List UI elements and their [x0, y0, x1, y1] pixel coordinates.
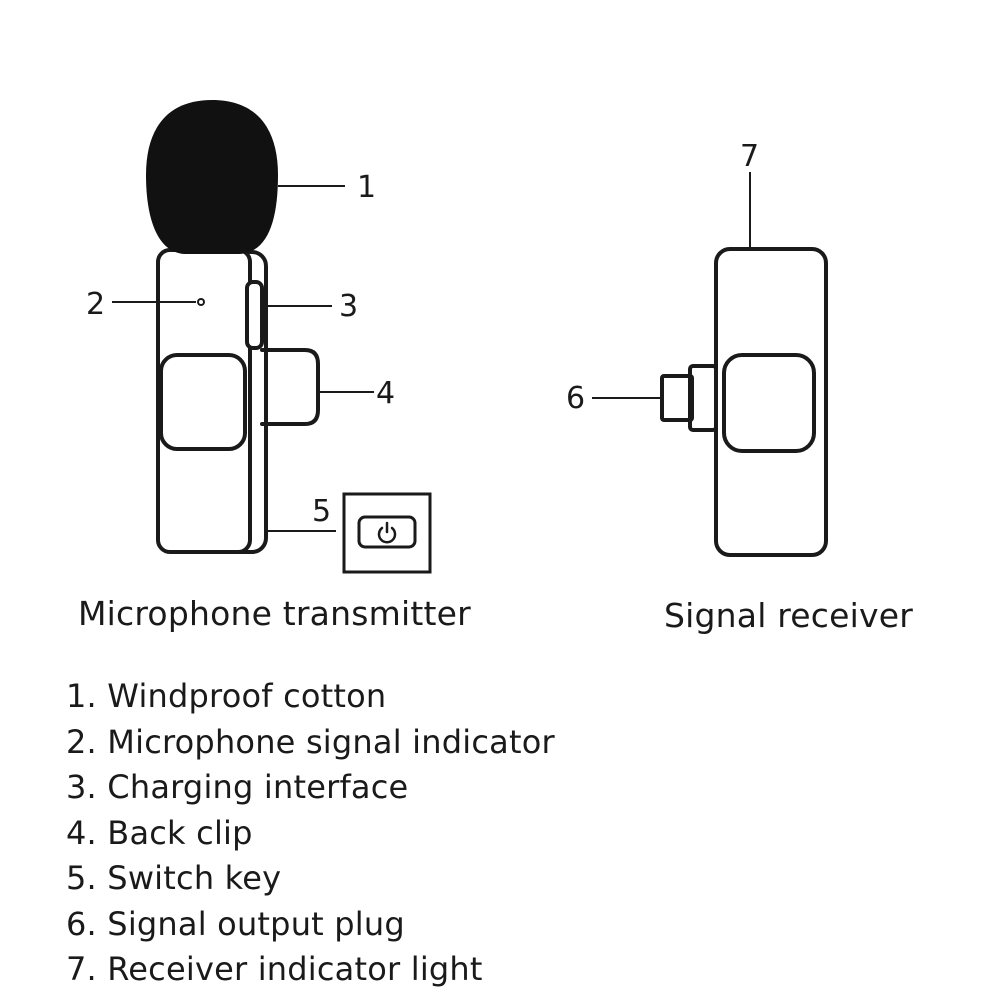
callout-7: 7 [740, 139, 759, 174]
transmitter-front-pad [159, 353, 247, 451]
transmitter-caption: Microphone transmitter [78, 594, 471, 633]
callout-5: 5 [312, 494, 331, 529]
callout-3: 3 [339, 289, 358, 324]
receiver-caption: Signal receiver [664, 596, 914, 635]
leader-lines [112, 172, 751, 532]
legend-item: 1. Windproof cotton [66, 677, 387, 715]
signal-receiver [660, 247, 828, 557]
callout-6: 6 [566, 381, 585, 416]
receiver-body [714, 247, 828, 557]
parts-legend: 1. Windproof cotton 2. Microphone signal… [66, 674, 555, 993]
switch-key-inset [342, 492, 432, 574]
callout-4: 4 [376, 376, 395, 411]
microphone-signal-indicator [197, 298, 205, 306]
legend-item: 3. Charging interface [66, 768, 409, 806]
transmitter-body [156, 248, 252, 554]
callout-1: 1 [357, 170, 376, 205]
legend-item: 4. Back clip [66, 813, 253, 852]
legend-item: 2. Microphone signal indicator [66, 722, 555, 761]
plug-base [688, 364, 718, 432]
legend-item: 7. Receiver indicator light [66, 950, 483, 988]
switch-key [357, 515, 417, 549]
charging-interface [245, 280, 264, 350]
callout-2: 2 [86, 287, 105, 322]
receiver-front-pad [722, 353, 816, 453]
switch-key-frame [342, 492, 432, 574]
back-clip [260, 348, 320, 426]
legend-item: 6. Signal output plug [66, 904, 405, 943]
microphone-transmitter [156, 248, 320, 554]
device-diagram: 1 2 3 4 5 6 7 [86, 100, 828, 574]
signal-output-plug [660, 374, 694, 422]
windproof-cotton [146, 100, 278, 254]
legend-item: 5. Switch key [66, 859, 282, 897]
power-icon [377, 521, 397, 544]
